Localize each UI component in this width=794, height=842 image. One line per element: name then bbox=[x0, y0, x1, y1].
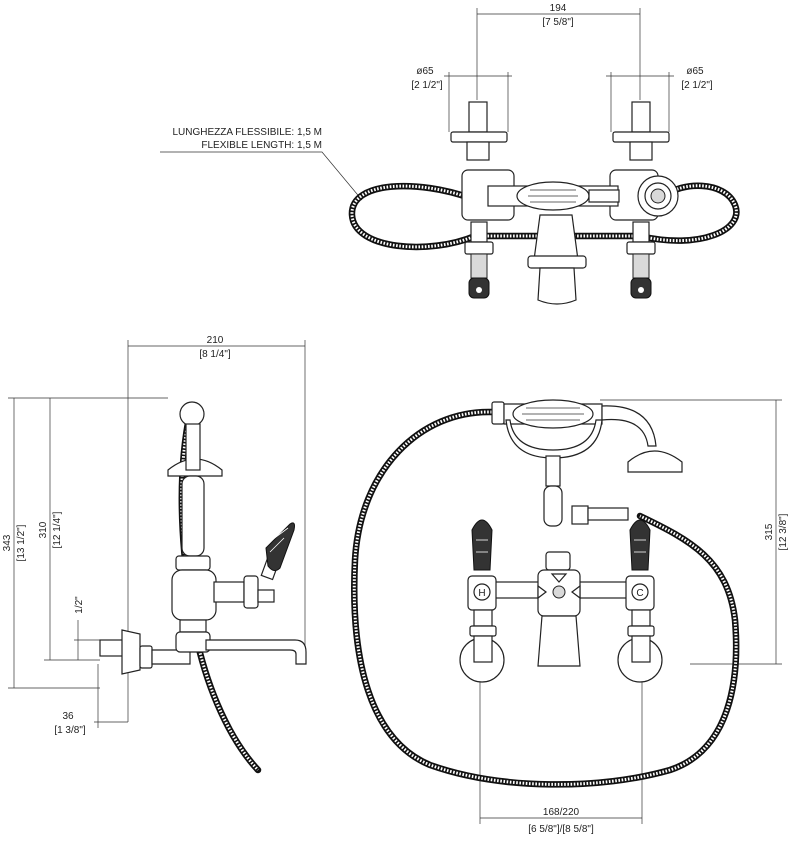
front-center-distance-in: [6 5/8"]/[8 5/8"] bbox=[528, 824, 594, 835]
side-height: 310 bbox=[38, 521, 49, 538]
hose-length-note-it: LUNGHEZZA FLESSIBILE: 1,5 M bbox=[173, 127, 323, 138]
side-view: 210 [8 1/4"] 343 [13 1/2"] 310 [12 1/4"]… bbox=[2, 335, 307, 774]
side-height-in: [12 1/4"] bbox=[52, 511, 63, 548]
cold-mark: C bbox=[636, 588, 643, 599]
hose-length-note-en: FLEXIBLE LENGTH: 1,5 M bbox=[201, 140, 322, 151]
top-center-distance-in: [7 5/8"] bbox=[542, 17, 574, 28]
top-center-distance: 194 bbox=[550, 3, 567, 14]
top-diameter-left-in: [2 1/2"] bbox=[411, 80, 443, 91]
top-diameter-left: ø65 bbox=[416, 66, 434, 77]
top-diameter-right: ø65 bbox=[686, 66, 704, 77]
side-depth: 210 bbox=[207, 335, 224, 346]
front-height-in: [12 3/8"] bbox=[778, 513, 789, 550]
side-total-height: 343 bbox=[2, 534, 13, 551]
front-center-distance: 168/220 bbox=[543, 807, 580, 818]
side-depth-in: [8 1/4"] bbox=[199, 349, 231, 360]
side-wall-offset-in: [1 3/8"] bbox=[54, 725, 86, 736]
top-view: 194 [7 5/8"] ø65 [2 1/2"] ø65 [2 1/2"] L… bbox=[160, 3, 740, 305]
front-view: 315 [12 3/8"] 168/220 [6 5/8"]/[8 5/8"] bbox=[351, 399, 789, 835]
top-diameter-right-in: [2 1/2"] bbox=[681, 80, 713, 91]
hot-mark: H bbox=[478, 588, 485, 599]
side-thread: 1/2" bbox=[74, 596, 85, 614]
front-height: 315 bbox=[764, 523, 775, 540]
side-total-height-in: [13 1/2"] bbox=[16, 524, 27, 561]
side-wall-offset: 36 bbox=[62, 711, 74, 722]
